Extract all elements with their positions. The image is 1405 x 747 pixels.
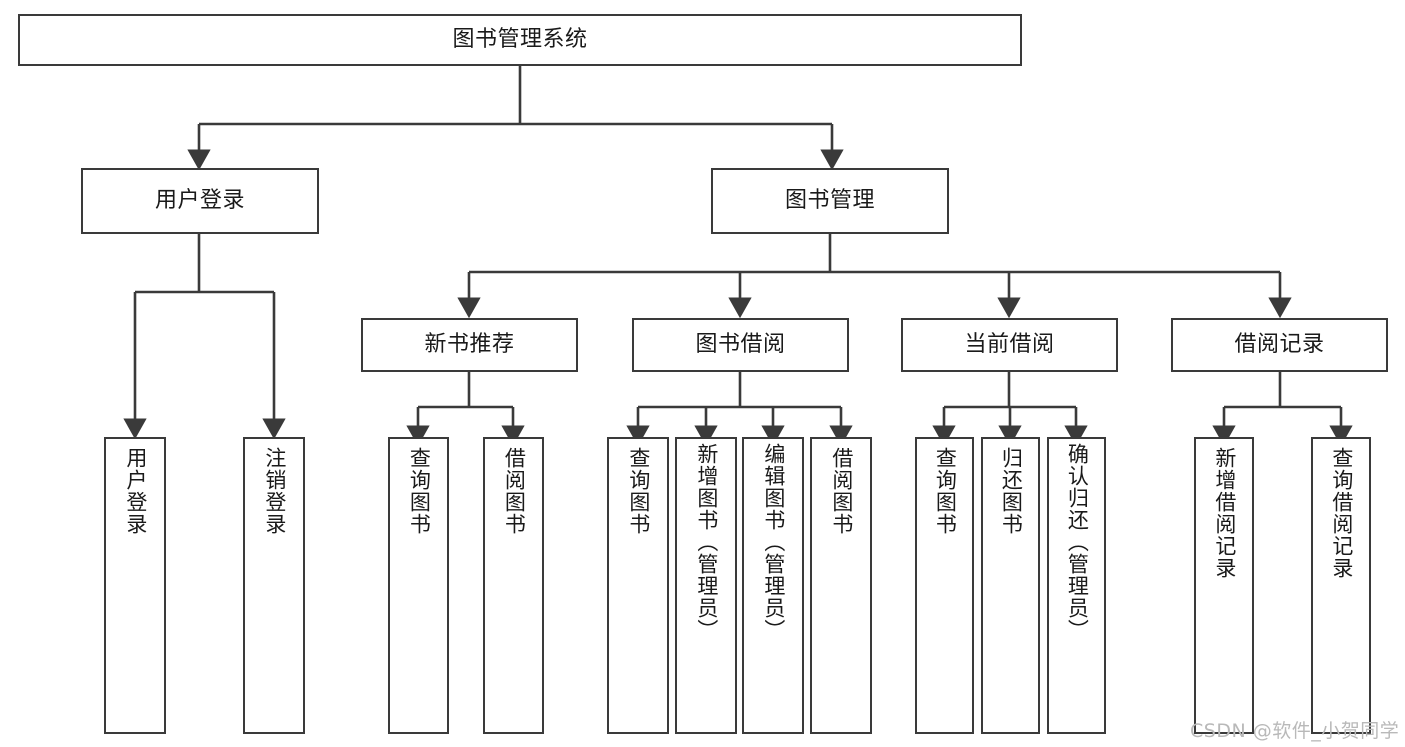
node-label: 确认归还（管理员）: [1065, 443, 1090, 641]
node-label: 图书管理系统: [452, 27, 588, 53]
leaf-recommend-query-book[interactable]: 查询图书: [388, 437, 449, 734]
node-book-management[interactable]: 图书管理: [711, 168, 949, 234]
node-label: 查询图书: [626, 447, 651, 535]
node-label: 查询图书: [407, 447, 432, 535]
node-borrow-record[interactable]: 借阅记录: [1171, 318, 1388, 372]
node-user-login[interactable]: 用户登录: [81, 168, 319, 234]
node-label: 注销登录: [262, 447, 287, 535]
leaf-borrow-borrow-book[interactable]: 借阅图书: [810, 437, 872, 734]
node-root-system[interactable]: 图书管理系统: [18, 14, 1022, 66]
node-label: 借阅图书: [829, 447, 854, 535]
leaf-user-login-logout[interactable]: 注销登录: [243, 437, 305, 734]
node-label: 图书管理: [784, 188, 875, 214]
node-label: 查询借阅记录: [1329, 447, 1354, 579]
csdn-watermark: CSDN @软件_小贺同学: [1190, 720, 1400, 742]
leaf-borrow-edit-book[interactable]: 编辑图书（管理员）: [742, 437, 804, 734]
node-label: 查询图书: [933, 447, 958, 535]
node-label: 图书借阅: [695, 332, 786, 358]
node-label: 借阅记录: [1234, 332, 1325, 358]
node-label: 编辑图书（管理员）: [761, 443, 786, 641]
node-current-borrow[interactable]: 当前借阅: [901, 318, 1118, 372]
leaf-current-confirm-return[interactable]: 确认归还（管理员）: [1047, 437, 1106, 734]
leaf-recommend-borrow-book[interactable]: 借阅图书: [483, 437, 544, 734]
leaf-record-add-record[interactable]: 新增借阅记录: [1194, 437, 1254, 734]
leaf-borrow-add-book[interactable]: 新增图书（管理员）: [675, 437, 737, 734]
node-label: 当前借阅: [964, 332, 1055, 358]
node-label: 用户登录: [123, 447, 148, 535]
node-label: 用户登录: [154, 188, 245, 214]
leaf-current-return-book[interactable]: 归还图书: [981, 437, 1040, 734]
node-label: 新增借阅记录: [1212, 447, 1237, 579]
node-book-borrow[interactable]: 图书借阅: [632, 318, 849, 372]
node-label: 新增图书（管理员）: [694, 443, 719, 641]
node-label: 归还图书: [999, 447, 1024, 535]
node-label: 借阅图书: [502, 447, 527, 535]
leaf-user-login-login[interactable]: 用户登录: [104, 437, 166, 734]
leaf-record-query-record[interactable]: 查询借阅记录: [1311, 437, 1371, 734]
node-new-book-recommend[interactable]: 新书推荐: [361, 318, 578, 372]
leaf-current-query-book[interactable]: 查询图书: [915, 437, 974, 734]
node-label: 新书推荐: [424, 332, 515, 358]
leaf-borrow-query-book[interactable]: 查询图书: [607, 437, 669, 734]
